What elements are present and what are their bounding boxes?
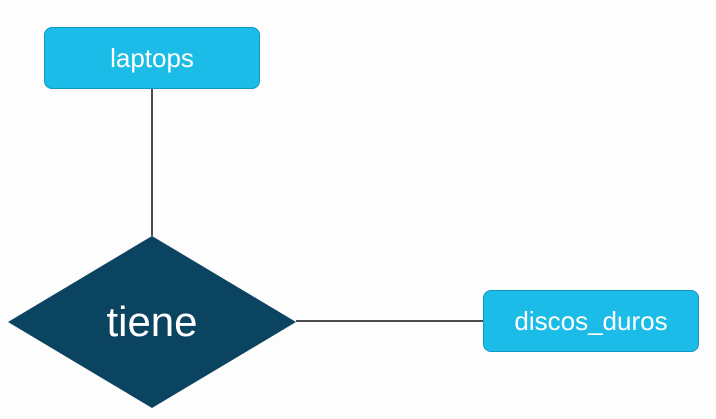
entity-discos-duros[interactable]: discos_duros xyxy=(483,290,699,352)
entity-laptops-label: laptops xyxy=(110,42,194,73)
relationship-tiene[interactable]: tiene xyxy=(8,236,296,408)
relationship-diamond xyxy=(8,236,296,408)
entity-laptops[interactable]: laptops xyxy=(44,27,260,89)
entity-discos-duros-label: discos_duros xyxy=(514,305,668,336)
relationship-tiene-label: tiene xyxy=(106,298,198,345)
